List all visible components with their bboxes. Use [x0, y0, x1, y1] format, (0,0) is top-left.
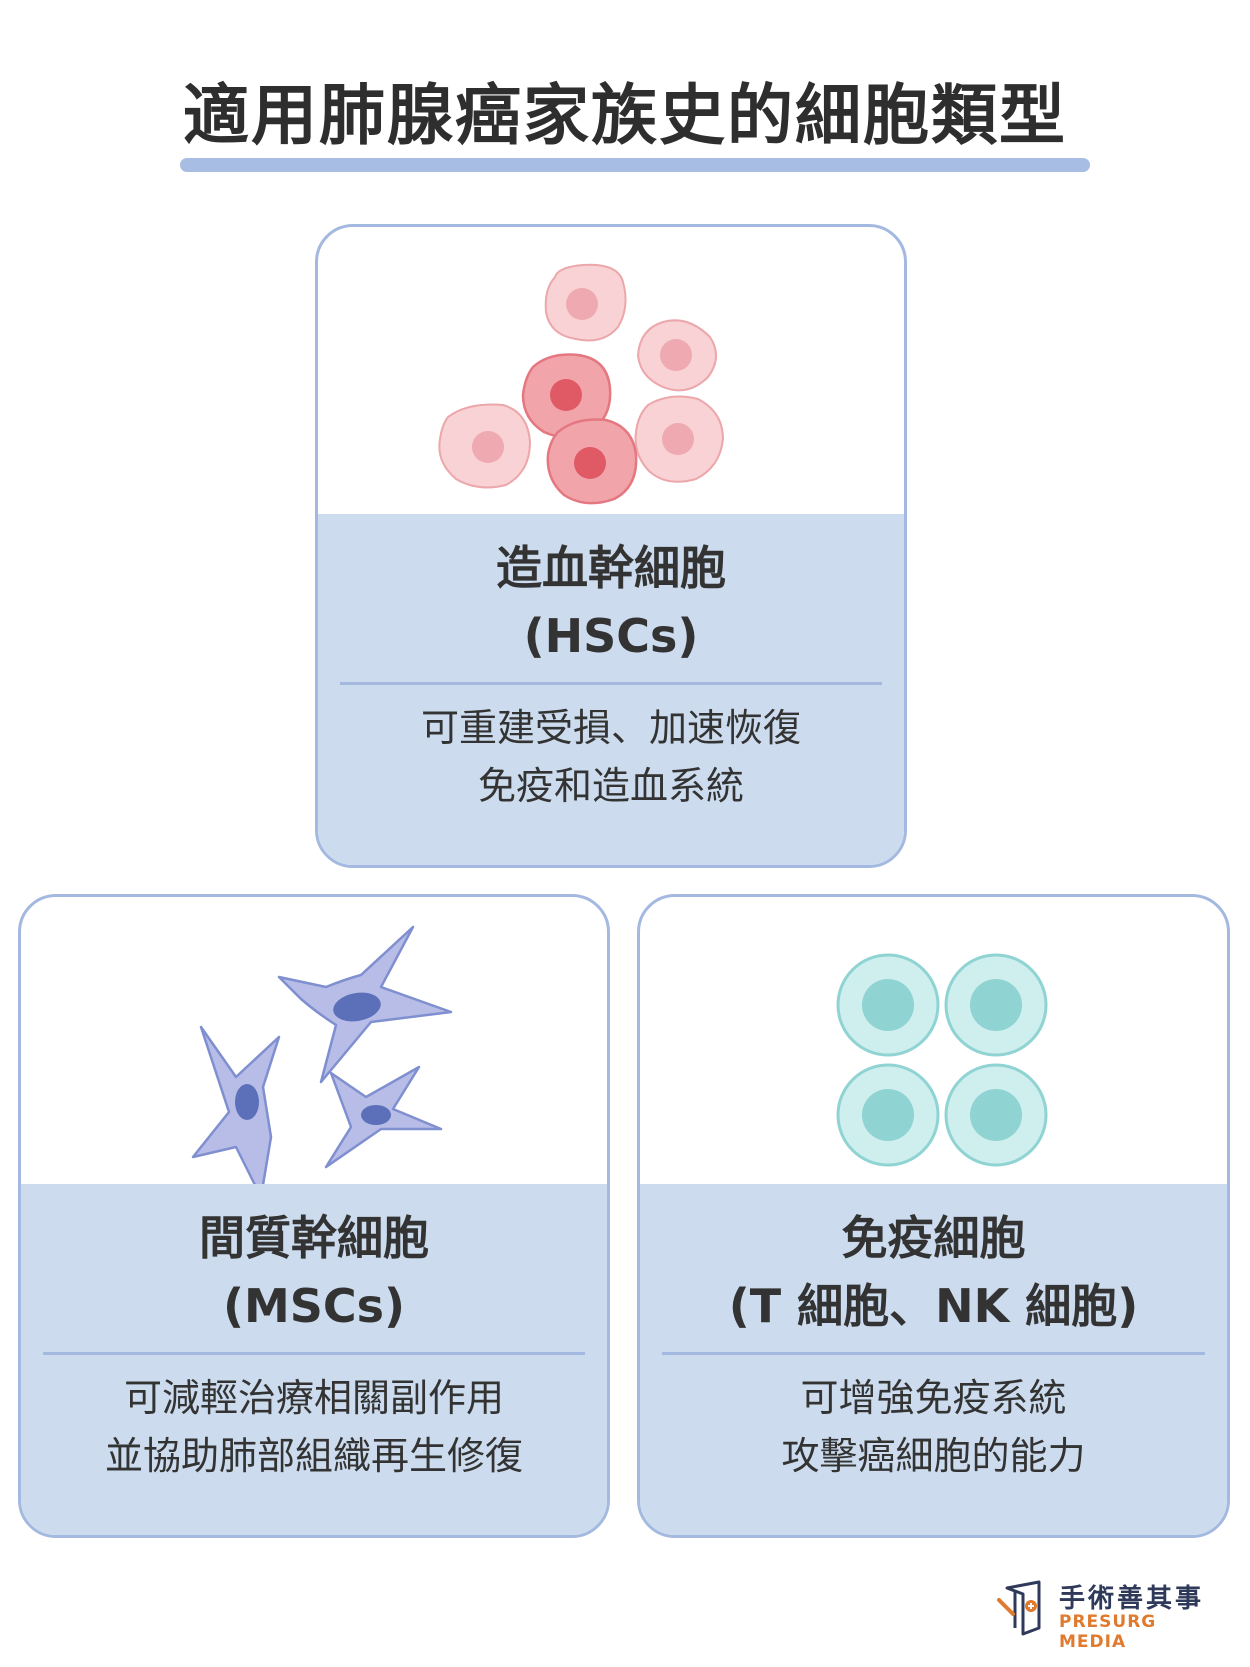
card-abbr: (MSCs) — [222, 1279, 406, 1333]
msc-illustration — [21, 897, 607, 1217]
logo-mark-icon — [997, 1580, 1041, 1636]
card-divider — [43, 1352, 585, 1355]
msc-cell-icon — [191, 925, 453, 1199]
logo-subtitle: PRESURG MEDIA — [1059, 1612, 1157, 1652]
card-desc-line2: 攻擊癌細胞的能力 — [781, 1434, 1086, 1478]
logo-name: 手術善其事 — [1059, 1584, 1205, 1614]
card-hscs-panel: 造血幹細胞 (HSCs) 可重建受損、加速恢復 免疫和造血系統 — [318, 514, 904, 865]
card-title: 造血幹細胞 — [496, 541, 726, 595]
card-desc-line1: 可重建受損、加速恢復 — [420, 706, 801, 750]
card-desc-line1: 可增強免疫系統 — [800, 1376, 1067, 1420]
hsc-cell-icon — [438, 263, 725, 505]
card-hscs: 造血幹細胞 (HSCs) 可重建受損、加速恢復 免疫和造血系統 — [315, 224, 907, 868]
brand-logo: 手術善其事 PRESURG MEDIA — [995, 1578, 1225, 1652]
card-mscs-panel: 間質幹細胞 (MSCs) 可減輕治療相關副作用 並協助肺部組織再生修復 — [21, 1184, 607, 1535]
card-desc-line1: 可減輕治療相關副作用 — [123, 1376, 504, 1420]
immune-illustration — [640, 897, 1227, 1217]
card-desc-line2: 免疫和造血系統 — [477, 764, 744, 808]
card-divider — [340, 682, 882, 685]
card-abbr: (T 細胞、NK 細胞) — [728, 1279, 1139, 1333]
card-mscs: 間質幹細胞 (MSCs) 可減輕治療相關副作用 並協助肺部組織再生修復 — [18, 894, 610, 1538]
hsc-illustration — [318, 227, 904, 547]
card-desc-line2: 並協助肺部組織再生修復 — [104, 1434, 523, 1478]
title-underline — [180, 158, 1090, 172]
card-title: 免疫細胞 — [841, 1211, 1026, 1265]
card-divider — [662, 1352, 1205, 1355]
immune-cell-icon — [836, 953, 1048, 1167]
card-immune: 免疫細胞 (T 細胞、NK 細胞) 可增強免疫系統 攻擊癌細胞的能力 — [637, 894, 1230, 1538]
card-title: 間質幹細胞 — [199, 1211, 429, 1265]
card-immune-panel: 免疫細胞 (T 細胞、NK 細胞) 可增強免疫系統 攻擊癌細胞的能力 — [640, 1184, 1227, 1535]
page-title: 適用肺腺癌家族史的細胞類型 — [183, 77, 1067, 154]
card-abbr: (HSCs) — [523, 609, 699, 663]
